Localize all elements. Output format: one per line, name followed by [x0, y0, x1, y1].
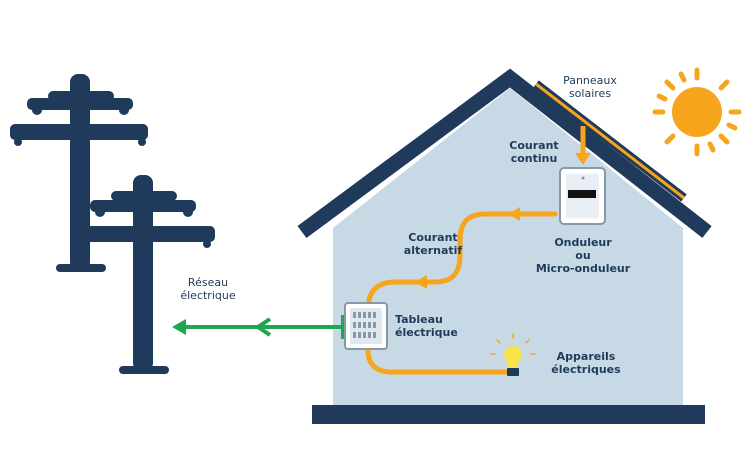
sun-icon: [652, 67, 742, 157]
electrical-panel-icon: [344, 302, 388, 350]
label-appliances: Appareils électriques: [536, 350, 636, 376]
label-grid-line1: Réseau: [187, 276, 229, 289]
label-solar-panels-line1: Panneaux: [563, 74, 617, 87]
label-ac-current-line2: alternatif: [403, 244, 463, 257]
inverter-icon: [559, 167, 606, 225]
label-ac-current: Courant alternatif: [388, 231, 478, 257]
label-inverter: Onduleur ou Micro-onduleur: [518, 236, 648, 275]
label-dc-current-line1: Courant: [509, 139, 559, 152]
label-dc-current: Courant continu: [494, 139, 574, 165]
label-dc-current-line2: continu: [510, 152, 558, 165]
label-electrical-panel-line2: électrique: [395, 326, 458, 339]
dc-current-arrow: [575, 126, 591, 165]
label-inverter-line1: Onduleur: [554, 236, 612, 249]
label-grid: Réseau électrique: [168, 276, 248, 302]
label-ac-current-line1: Courant: [408, 231, 458, 244]
label-electrical-panel: Tableau électrique: [395, 313, 485, 339]
label-solar-panels-line2: solaires: [568, 87, 612, 100]
label-inverter-line3: Micro-onduleur: [535, 262, 631, 275]
label-appliances-line2: électriques: [551, 363, 621, 376]
house-roof: [297, 68, 712, 239]
label-grid-line2: électrique: [180, 289, 236, 302]
label-solar-panels: Panneaux solaires: [540, 74, 640, 100]
label-appliances-line1: Appareils: [556, 350, 616, 363]
ac-arrow-head-1: [508, 207, 520, 221]
light-bulb-icon: [490, 333, 536, 376]
solar-panel-icon: [533, 80, 687, 202]
label-inverter-line2: ou: [575, 249, 591, 262]
label-electrical-panel-line1: Tableau: [395, 313, 443, 326]
ground: [312, 405, 705, 424]
utility-pole-icon: [10, 74, 215, 374]
grid-flow-arrows: [172, 315, 345, 339]
ac-arrow-head-2: [415, 275, 427, 289]
